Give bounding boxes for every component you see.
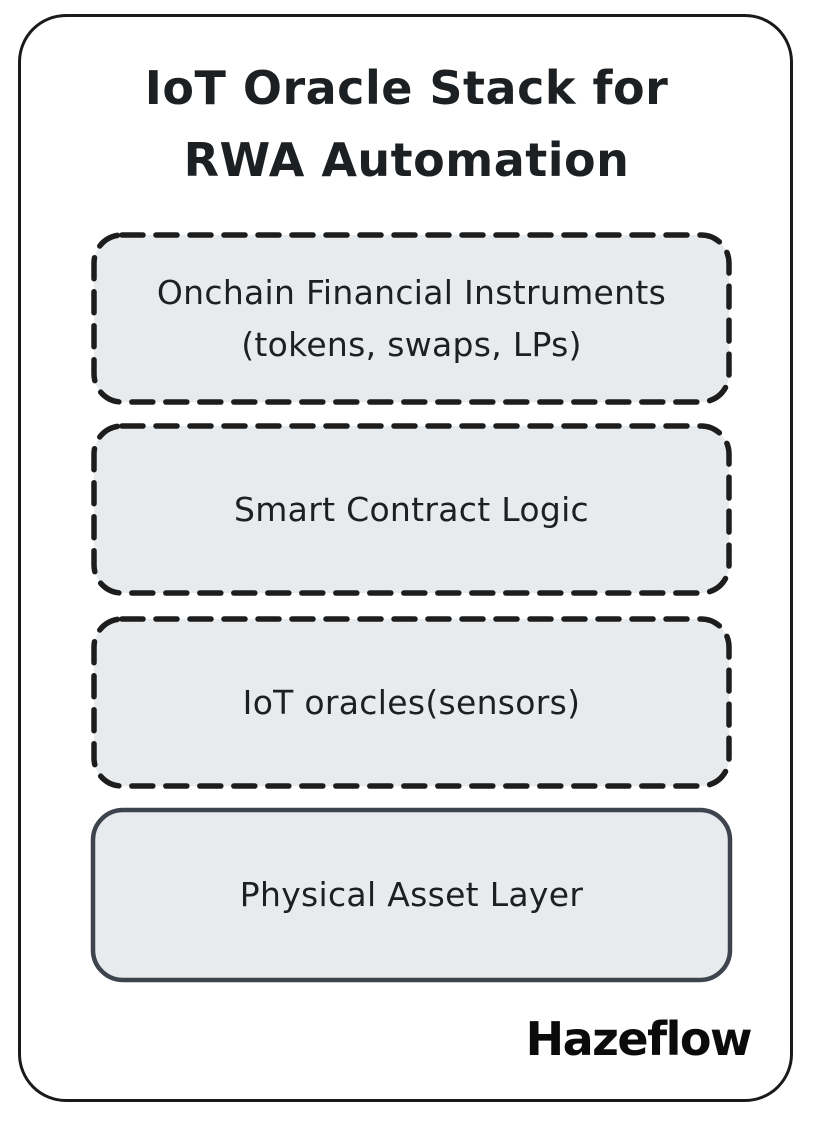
layer-box-physical-asset-layer: Physical Asset Layer <box>90 807 733 983</box>
layer-label-line-1: Smart Contract Logic <box>233 489 589 529</box>
page-title-line-2: RWA Automation <box>183 133 630 187</box>
layer-label-line-1: Onchain Financial Instruments <box>156 272 667 312</box>
layer-box-iot-oracles: IoT oracles(sensors) <box>90 615 733 790</box>
layer-label-line-1: IoT oracles(sensors) <box>242 682 581 722</box>
dashed-box-outline <box>91 232 732 405</box>
hazeflow-logo: Hazeflow <box>525 1012 753 1066</box>
layer-label-line-2: (tokens, swaps, LPs) <box>241 324 582 364</box>
layer-box-onchain-financial-instruments: Onchain Financial Instruments (tokens, s… <box>90 231 733 406</box>
layer-label: IoT oracles(sensors) <box>90 615 733 790</box>
dashed-box-outline <box>91 616 732 789</box>
dashed-box-outline <box>91 423 732 596</box>
solid-box-outline <box>90 807 733 983</box>
page-title-line-1: IoT Oracle Stack for <box>144 61 669 115</box>
layer-label-line-1: Physical Asset Layer <box>239 875 584 914</box>
layer-label: Onchain Financial Instruments (tokens, s… <box>90 231 733 406</box>
layer-label: Physical Asset Layer <box>90 807 733 983</box>
layer-label: Smart Contract Logic <box>90 422 733 597</box>
page-title: IoT Oracle Stack for RWA Automation <box>0 52 813 196</box>
layer-box-smart-contract-logic: Smart Contract Logic <box>90 422 733 597</box>
